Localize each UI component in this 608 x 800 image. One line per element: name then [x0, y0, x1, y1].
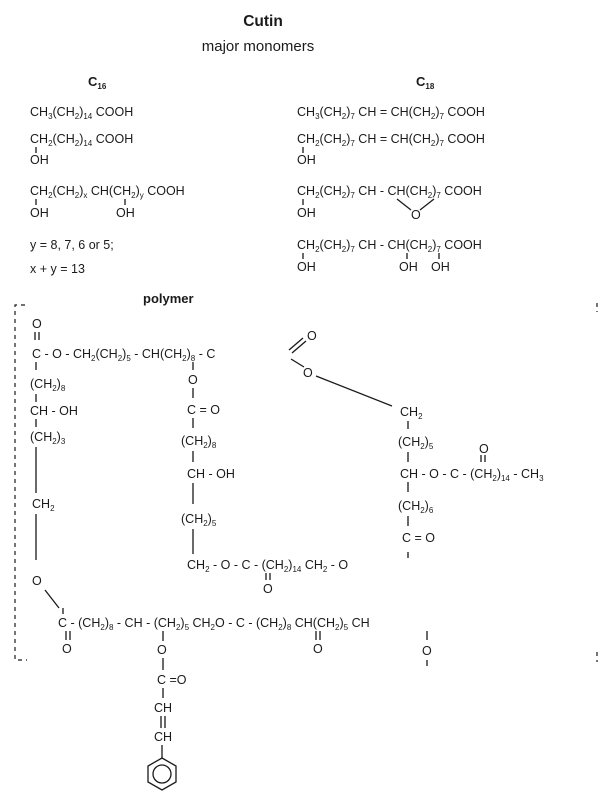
c16-formula-2: CH2(CH2)14 COOH: [30, 132, 133, 148]
polymer-right-branch-o: O: [479, 442, 489, 456]
polymer-bottom-row: C - (CH2)8 - CH - (CH2)5 CH2O - C - (CH2…: [58, 616, 370, 632]
c18-formula-4-oh-3: OH: [431, 260, 450, 274]
polymer-mid-chain-3: (CH2)5: [181, 512, 217, 528]
c16-formula-2-oh: OH: [30, 153, 49, 167]
polymer-right-branch: CH - O - C - (CH2)14 - CH3: [400, 467, 544, 483]
polymer-right-chain-2: (CH2)5: [398, 435, 434, 451]
polymer-left-o: O: [32, 574, 42, 588]
c18-formula-2-oh: OH: [297, 153, 316, 167]
polymer-mid-row-o: O: [263, 582, 273, 596]
polymer-left-chain-1: (CH2)8: [30, 377, 66, 393]
c16-note-1: y = 8, 7, 6 or 5;: [30, 238, 114, 252]
c16-formula-3: CH2(CH2)x CH(CH2)y COOH: [30, 184, 185, 200]
polymer-row-1: C - O - CH2(CH2)5 - CH(CH2)8 - C: [32, 347, 215, 363]
c16-formula-1: CH3(CH2)14 COOH: [30, 105, 133, 121]
polymer-left-chain-4: CH2: [32, 497, 55, 513]
polymer-bottom-o-mid: O: [313, 642, 323, 656]
diagram-title: Cutin: [243, 13, 283, 30]
c16-header: C16: [88, 74, 107, 91]
polymer-branch-co: C =O: [157, 673, 187, 687]
polymer-row-1-ester-o: O: [303, 366, 313, 380]
polymer-row-1-double-o: O: [307, 329, 317, 343]
polymer-bottom-o-left: O: [62, 642, 72, 656]
c18-formula-4-oh-2: OH: [399, 260, 418, 274]
polymer-branch-ch-2: CH: [154, 730, 172, 744]
polymer-mid-row: CH2 - O - C - (CH2)14 CH2 - O: [187, 558, 348, 574]
polymer-mid-chain-2: CH - OH: [187, 467, 235, 481]
c18-formula-4-oh-1: OH: [297, 260, 316, 274]
c18-formula-4: CH2(CH2)7 CH - CH(CH2)7 COOH: [297, 238, 482, 254]
polymer-bottom-o-down: O: [422, 644, 432, 658]
polymer-mid-co: C = O: [187, 403, 220, 417]
polymer-mid-o: O: [188, 373, 198, 387]
c16-formula-3-oh-2: OH: [116, 206, 135, 220]
benzene-ring-icon: [147, 757, 177, 791]
polymer-left-chain-3: (CH2)3: [30, 430, 66, 446]
c18-header: C18: [416, 74, 435, 91]
polymer-right-chain-1: CH2: [400, 405, 423, 421]
polymer-left-chain-2: CH - OH: [30, 404, 78, 418]
c16-note-2: x + y = 13: [30, 262, 85, 276]
polymer-mid-chain-1: (CH2)8: [181, 434, 217, 450]
polymer-branch-ch-1: CH: [154, 701, 172, 715]
polymer-label: polymer: [143, 291, 194, 306]
polymer-right-co: C = O: [402, 531, 435, 545]
polymer-right-chain-3: (CH2)6: [398, 499, 434, 515]
c16-formula-3-oh-1: OH: [30, 206, 49, 220]
c18-formula-3-epoxide-o: O: [411, 208, 421, 222]
polymer-frame-left: [14, 304, 27, 661]
c18-formula-1: CH3(CH2)7 CH = CH(CH2)7 COOH: [297, 105, 485, 121]
diagram-subtitle: major monomers: [202, 38, 315, 55]
c18-formula-3: CH2(CH2)7 CH - CH(CH2)7 COOH: [297, 184, 482, 200]
c18-formula-2: CH2(CH2)7 CH = CH(CH2)7 COOH: [297, 132, 485, 148]
polymer-branch-o: O: [157, 643, 167, 657]
c18-formula-3-oh: OH: [297, 206, 316, 220]
polymer-top-o: O: [32, 317, 42, 331]
